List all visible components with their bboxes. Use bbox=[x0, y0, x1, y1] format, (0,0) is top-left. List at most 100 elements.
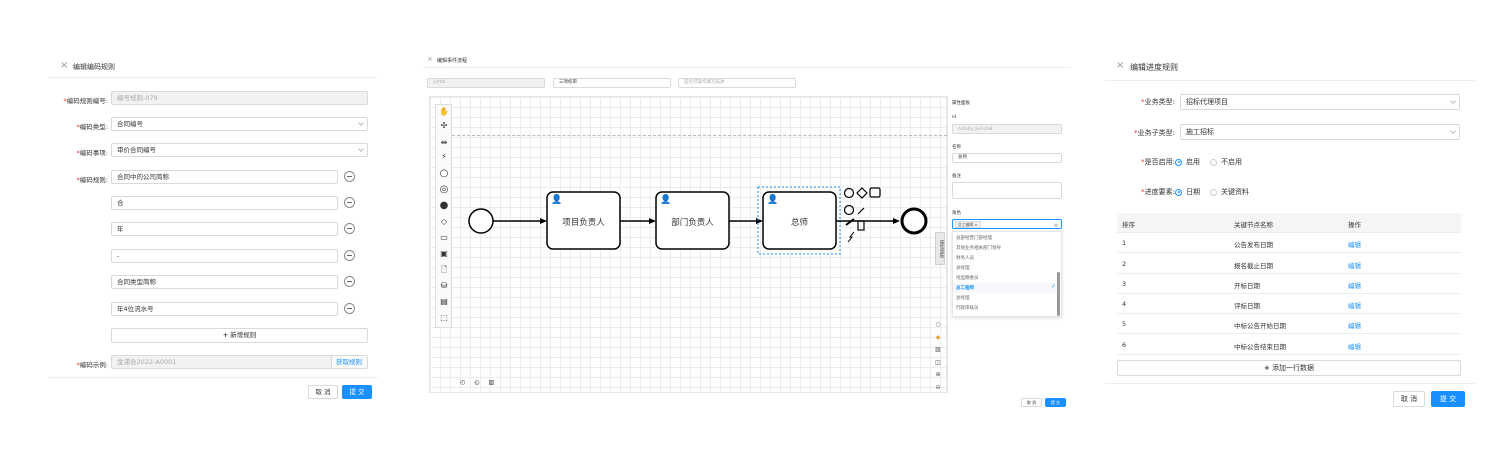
context-pad[interactable] bbox=[843, 187, 881, 243]
zoom-reset-icon[interactable]: ○ bbox=[935, 321, 941, 328]
zoom-out-icon[interactable]: ⊖ bbox=[935, 383, 941, 391]
rule-field[interactable]: - bbox=[111, 249, 338, 263]
space-tool-icon[interactable]: ⇹ bbox=[440, 138, 448, 147]
add-row-button[interactable]: + 添加一行数据 bbox=[1117, 360, 1461, 376]
zoom-in-icon[interactable]: ⊕ bbox=[935, 371, 941, 378]
intermediate-event-icon[interactable]: ◎ bbox=[439, 184, 449, 195]
chevron-down-icon bbox=[358, 146, 364, 152]
subprocess-icon[interactable]: ▣ bbox=[440, 249, 448, 258]
start-event[interactable] bbox=[468, 208, 494, 234]
submit-button[interactable]: 提 交 bbox=[342, 385, 372, 399]
dropdown-scrollbar[interactable] bbox=[1057, 272, 1060, 316]
sub-type-select[interactable]: 施工招标 bbox=[1180, 124, 1460, 140]
add-rule-button[interactable]: + 新增规则 bbox=[111, 328, 368, 343]
data-object-icon[interactable]: 🗋 bbox=[440, 265, 448, 274]
dropdown-option[interactable]: 地监察委员 bbox=[956, 276, 979, 281]
start-event-icon[interactable]: ○ bbox=[439, 168, 449, 179]
edit-link[interactable]: 编辑 bbox=[1348, 241, 1361, 249]
role-select[interactable]: 总工编辑 × ⊗ bbox=[952, 219, 1062, 229]
role-dropdown: 总部经营门部经理 其他业务相关部门领导 财务人员 总经理 地监察委员 总工程师 … bbox=[952, 231, 1062, 317]
data-store-icon[interactable]: ⛁ bbox=[440, 281, 448, 290]
close-icon[interactable]: × bbox=[60, 60, 69, 71]
remove-rule-icon[interactable] bbox=[344, 250, 355, 261]
process-desc-input[interactable]: 是否可操作填写描述 bbox=[678, 78, 796, 88]
remove-rule-icon[interactable] bbox=[344, 223, 355, 234]
task-label: 项目负责人 bbox=[562, 218, 605, 228]
lasso-tool-icon[interactable]: ✣ bbox=[440, 121, 448, 130]
cancel-button[interactable]: 取 消 bbox=[308, 385, 338, 399]
get-rule-button[interactable]: 获取规则 bbox=[331, 355, 368, 369]
split-icon[interactable]: ◫ bbox=[935, 358, 941, 366]
end-event[interactable] bbox=[900, 207, 928, 235]
dropdown-option[interactable]: 总部经营门部经理 bbox=[956, 236, 992, 241]
remove-rule-icon[interactable] bbox=[344, 276, 355, 287]
edit-link[interactable]: 编辑 bbox=[1348, 343, 1361, 351]
undo-icon[interactable]: ◴ bbox=[460, 379, 475, 386]
hand-tool-icon[interactable]: ✋ bbox=[439, 107, 449, 116]
lane-dashed-line bbox=[452, 135, 947, 136]
connect-tool-icon[interactable]: ⚡ bbox=[441, 152, 447, 161]
enable-radio-off[interactable]: 不启用 bbox=[1210, 157, 1242, 167]
note-textarea[interactable] bbox=[952, 182, 1062, 199]
biz-type-select[interactable]: 招标代理项目 bbox=[1180, 94, 1460, 110]
remove-rule-icon[interactable] bbox=[344, 171, 355, 182]
role-label: 角色 bbox=[952, 211, 961, 216]
user-task-icon: 👤 bbox=[767, 195, 779, 205]
factor-radio-date[interactable]: 日期 bbox=[1175, 187, 1200, 197]
item-select[interactable]: 审价合同编号 bbox=[111, 143, 368, 157]
redo-icon[interactable]: ◵ bbox=[474, 379, 489, 386]
close-icon[interactable]: × bbox=[1116, 60, 1125, 71]
edit-link[interactable]: 编辑 bbox=[1348, 262, 1361, 270]
factor-radio-docs[interactable]: 关键资料 bbox=[1210, 187, 1249, 197]
bpmn-canvas[interactable]: ✋ ✣ ⇹ ⚡ ○ ◎ ● ◇ ▭ ▣ 🗋 ⛁ ▤ ⬚ bbox=[429, 96, 947, 393]
edit-link[interactable]: 编辑 bbox=[1348, 322, 1361, 330]
rule-field[interactable]: 年4位流水号 bbox=[111, 302, 338, 316]
remove-rule-icon[interactable] bbox=[344, 303, 355, 314]
type-select[interactable]: 合同编号 bbox=[111, 117, 368, 131]
group-icon[interactable]: ⬚ bbox=[440, 313, 448, 322]
example-field[interactable]: 金浦合2022-A0001 bbox=[111, 355, 335, 369]
role-tag[interactable]: 总工编辑 × bbox=[955, 221, 981, 228]
name-field[interactable]: 总师 bbox=[952, 153, 1062, 163]
enable-radio-on[interactable]: 启用 bbox=[1175, 157, 1200, 167]
rule-field[interactable]: 合同类型简称 bbox=[111, 275, 338, 289]
dropdown-option[interactable]: 总经理 bbox=[956, 266, 970, 271]
export-icon[interactable]: ▨ bbox=[488, 379, 504, 386]
canvas-right-tools: ○ ◆ ▨ ◫ ⊕ ⊖ bbox=[933, 319, 943, 394]
highlight-icon[interactable]: ◆ bbox=[935, 333, 941, 341]
image-icon[interactable]: ▨ bbox=[935, 346, 941, 353]
dropdown-option[interactable]: 总经理 bbox=[956, 296, 970, 301]
process-name-input[interactable]: 三项校审 bbox=[553, 78, 671, 88]
end-event-icon[interactable]: ● bbox=[439, 200, 449, 211]
encoding-rule-dialog: × 编辑编码规则 *编码规则编号: 编号规则-079 *编码类型: 合同编号 *… bbox=[48, 50, 378, 410]
dropdown-option[interactable]: 财务人员 bbox=[956, 256, 974, 261]
edit-link[interactable]: 编辑 bbox=[1348, 282, 1361, 290]
dropdown-option[interactable]: 行政审核员 bbox=[956, 306, 979, 311]
code-field[interactable]: 编号规则-079 bbox=[111, 91, 368, 105]
task-icon[interactable]: ▭ bbox=[440, 233, 448, 242]
submit-button[interactable]: 提 交 bbox=[1431, 391, 1465, 407]
close-icon[interactable]: × bbox=[427, 55, 433, 63]
rule-label: *编码规则: bbox=[76, 176, 108, 184]
pool-icon[interactable]: ▤ bbox=[440, 297, 448, 306]
cancel-button[interactable]: 取 消 bbox=[1393, 391, 1425, 407]
rule-field[interactable]: 年 bbox=[111, 222, 338, 236]
submit-button[interactable]: 提 交 bbox=[1045, 398, 1066, 407]
edit-link[interactable]: 编辑 bbox=[1348, 302, 1361, 310]
rule-field[interactable]: 合同中的公司简称 bbox=[111, 170, 338, 184]
cancel-button[interactable]: 取 消 bbox=[1021, 398, 1042, 407]
id-field[interactable]: Activity_0e7u2e8 bbox=[952, 124, 1062, 134]
rule-field[interactable]: 合 bbox=[111, 196, 338, 210]
dropdown-option-selected[interactable]: 总工程师 ✓ bbox=[953, 283, 1059, 293]
dropdown-option[interactable]: 其他业务相关部门领导 bbox=[956, 246, 1001, 251]
gateway-icon[interactable]: ◇ bbox=[440, 217, 448, 226]
clear-icon[interactable]: ⊗ bbox=[1053, 223, 1058, 229]
process-key-input[interactable]: yshfa bbox=[427, 78, 545, 88]
side-tab[interactable]: 属性面板 bbox=[935, 232, 945, 265]
remove-rule-icon[interactable] bbox=[344, 197, 355, 208]
arrow-head bbox=[540, 218, 547, 224]
type-label: *编码类型: bbox=[76, 123, 108, 131]
